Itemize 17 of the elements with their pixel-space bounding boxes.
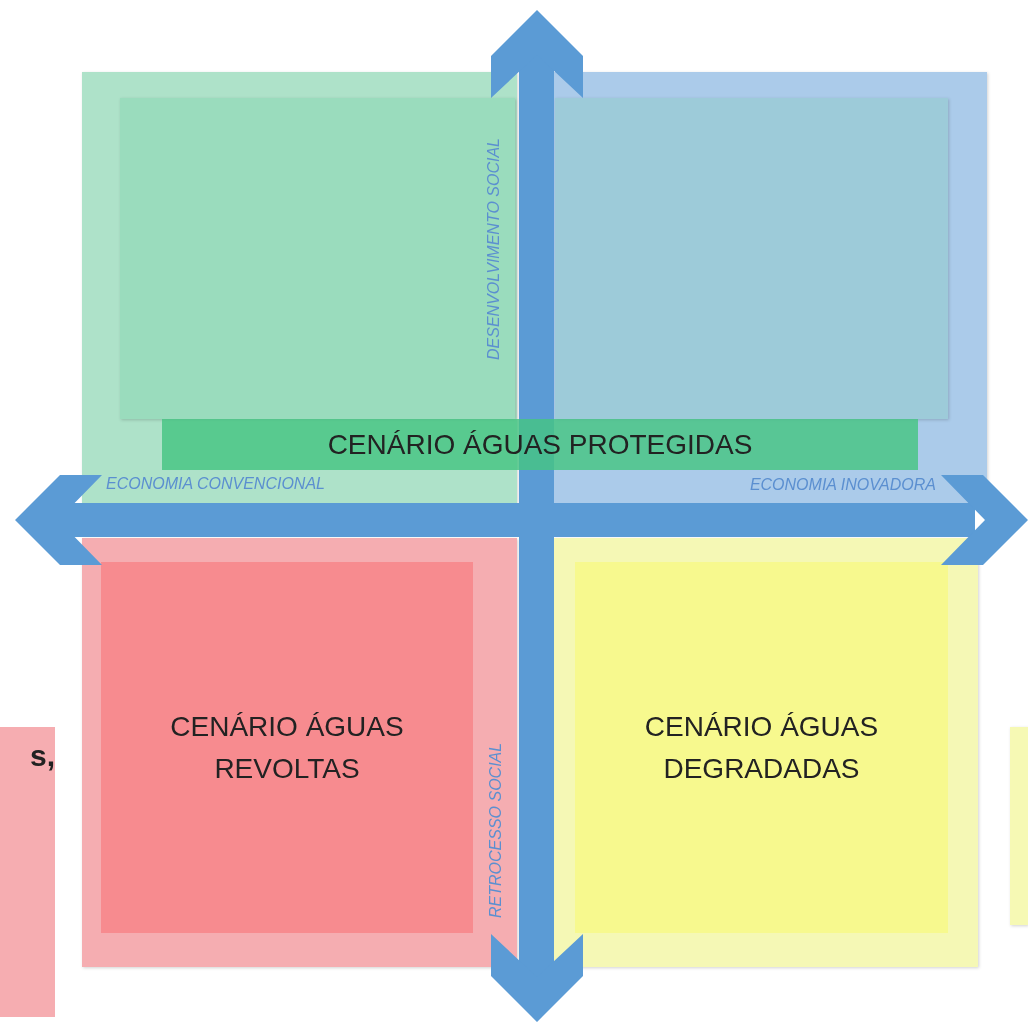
quadrant-panel — [553, 538, 978, 967]
axis-label: ECONOMIA INOVADORA — [749, 477, 936, 493]
scenario-title: CENÁRIO ÁGUAS DEGRADADAS — [643, 709, 880, 786]
scenario-box — [575, 562, 948, 933]
axis-label: DESENVOLVIMENTO SOCIAL — [486, 137, 502, 362]
scenario-title: CENÁRIO ÁGUAS REVOLTAS — [169, 709, 405, 786]
partial-text: s, — [29, 738, 55, 774]
scenario-banner — [162, 419, 918, 470]
scenario-title: CENÁRIO ÁGUAS PROTEGIDAS — [326, 427, 754, 462]
quadrant-panel — [82, 538, 517, 967]
side-panel — [0, 727, 55, 1017]
quadrant-inner-panel — [555, 98, 948, 419]
scenario-box — [101, 562, 473, 933]
axis-label: RETROCESSO SOCIAL — [488, 741, 504, 920]
quadrant-inner-panel — [120, 98, 515, 419]
side-panel — [1010, 727, 1028, 925]
axis-label: ECONOMIA CONVENCIONAL — [106, 476, 325, 492]
